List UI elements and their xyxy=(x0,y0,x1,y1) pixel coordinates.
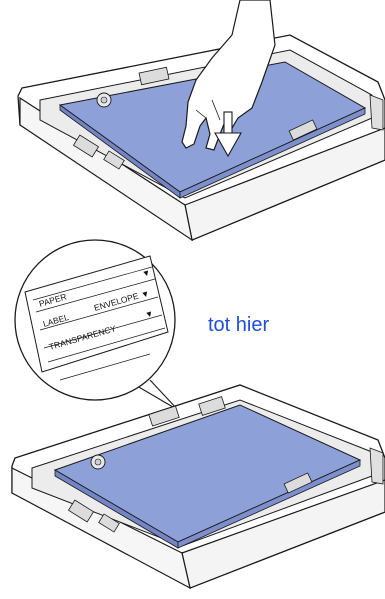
bottom-tray xyxy=(12,385,385,588)
fill-limit-caption: tot hier xyxy=(208,314,269,337)
top-tray xyxy=(18,35,385,240)
zoom-callout: PAPER ▼ LABEL ENVELOPE ▼ TRANSPARENCY ▼ xyxy=(15,240,178,410)
